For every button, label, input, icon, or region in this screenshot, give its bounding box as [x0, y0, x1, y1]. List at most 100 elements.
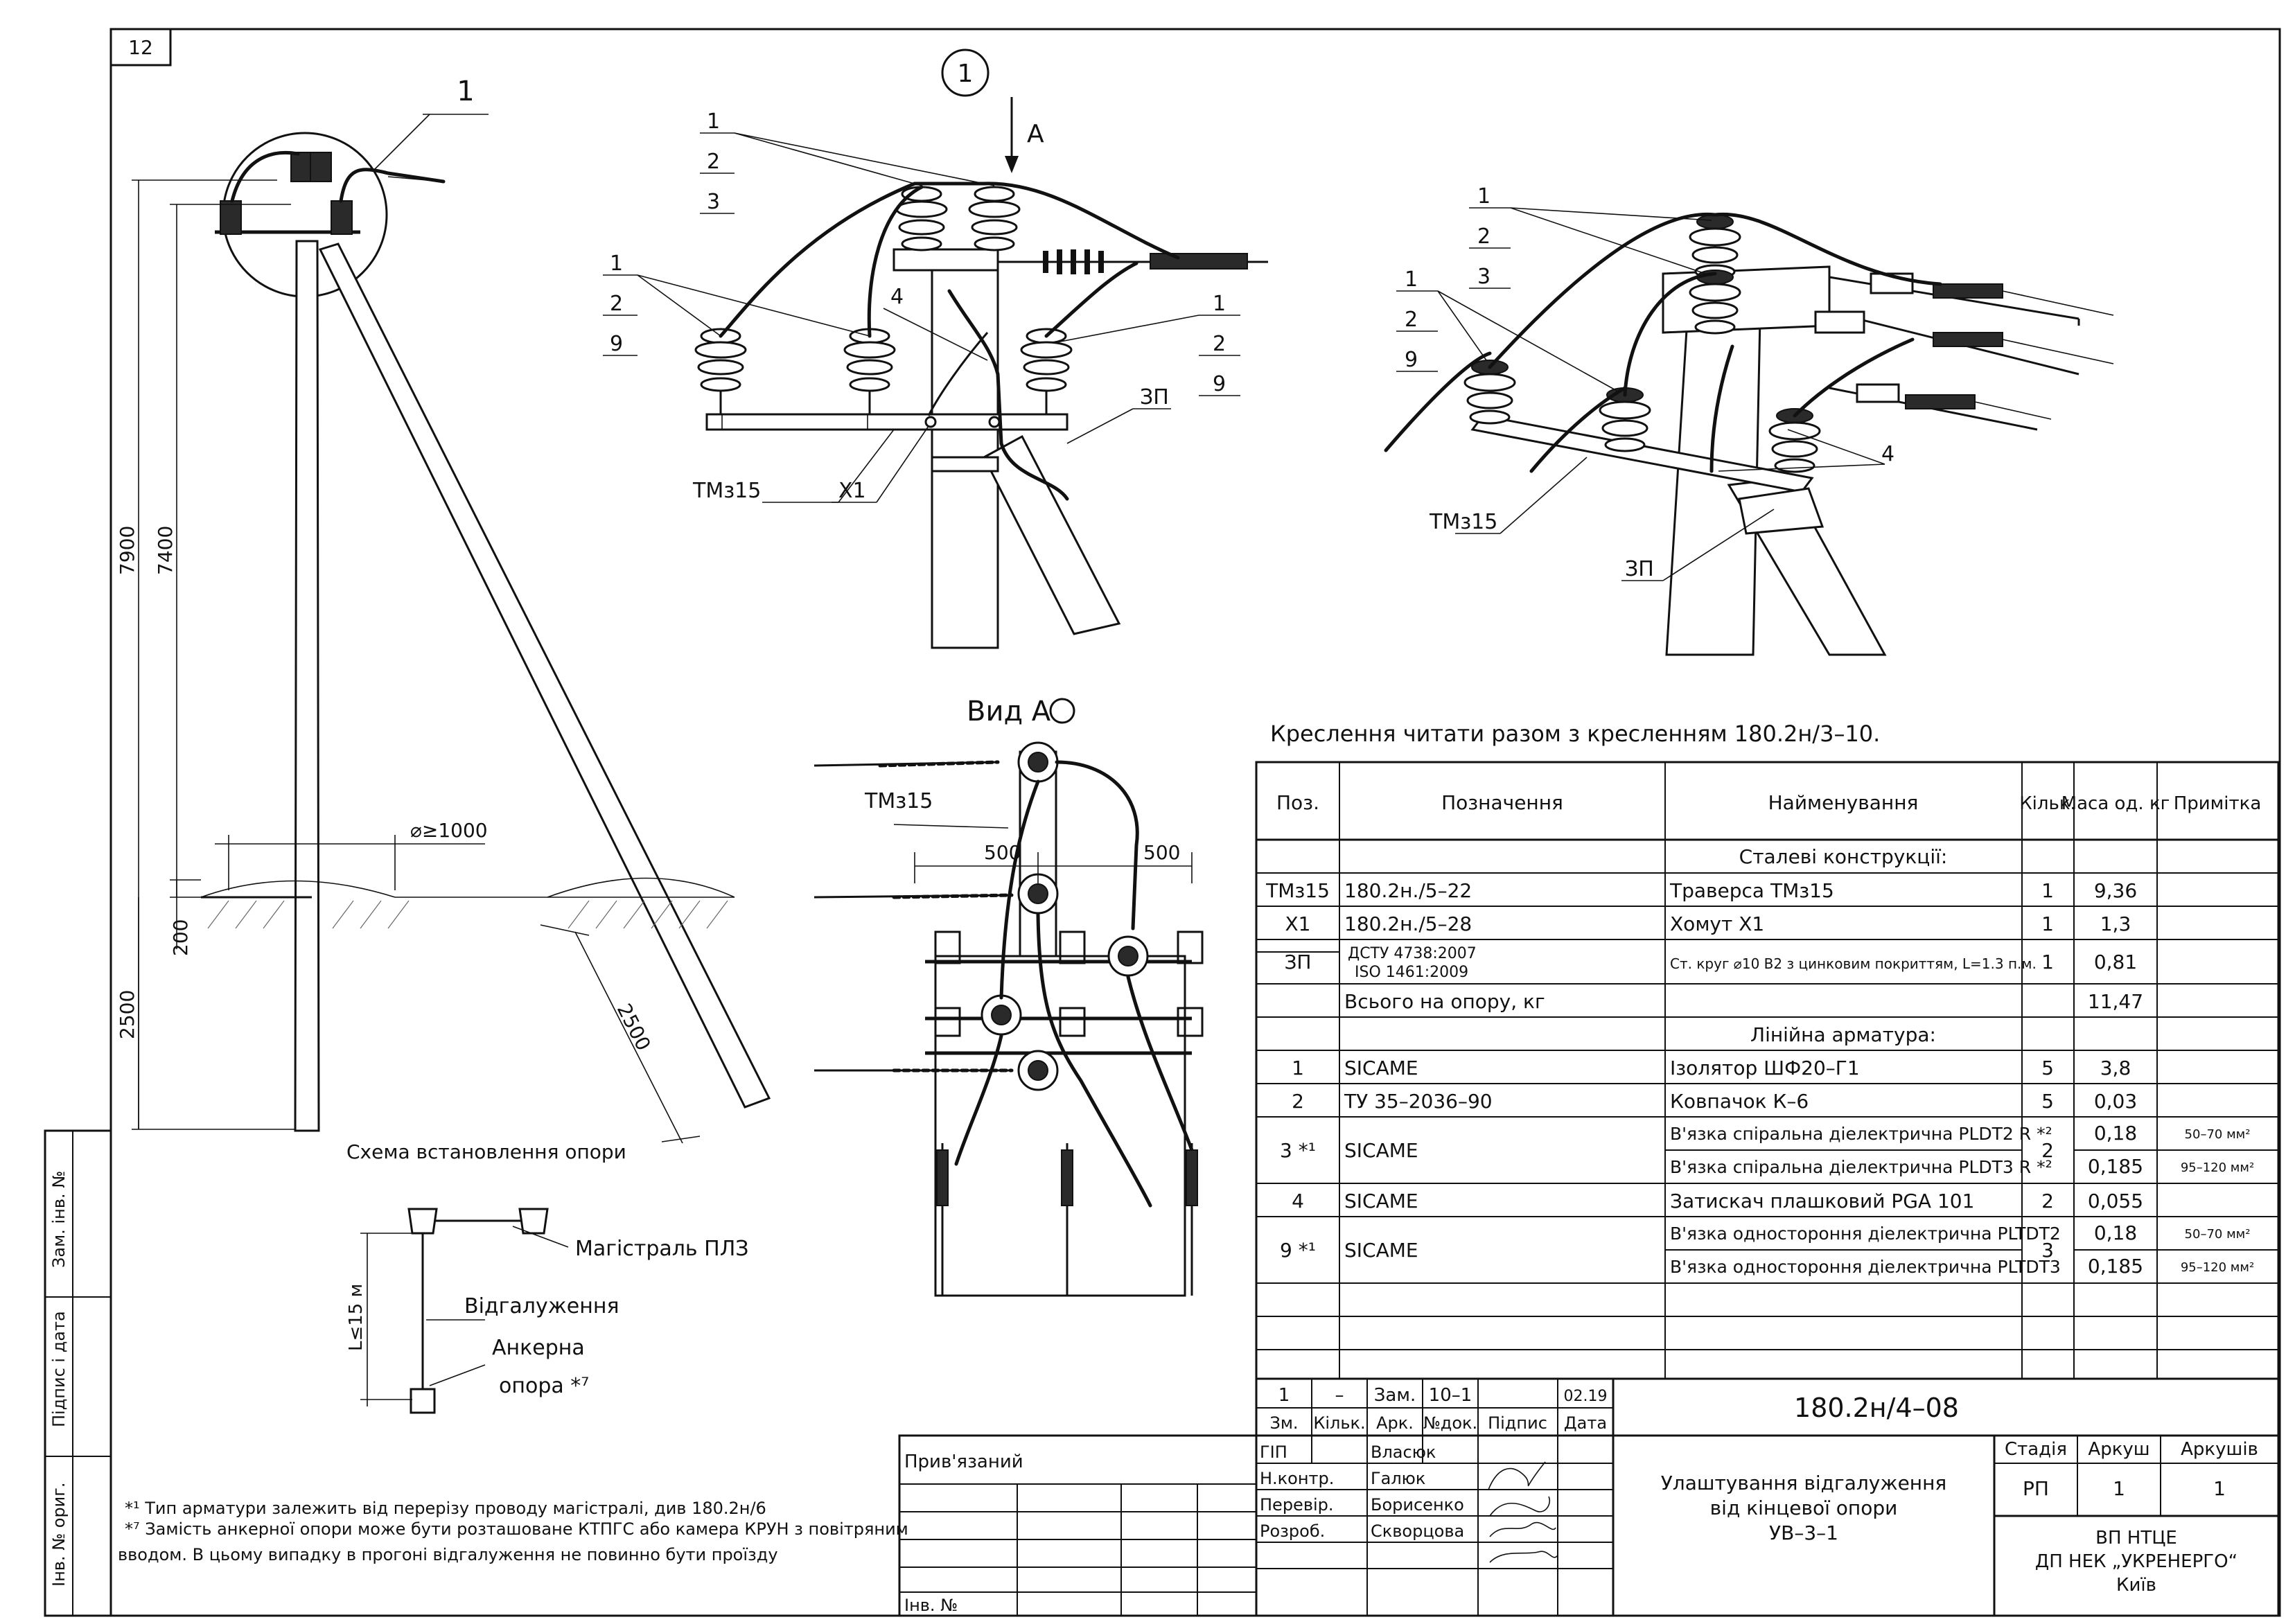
- front-crossarm: [705, 413, 1069, 431]
- cell-des: SICAME: [1344, 1139, 1418, 1162]
- cell-mass-2: 0,185: [2088, 1155, 2143, 1178]
- iso-label-tm: ТМз15: [1429, 510, 1497, 534]
- cell-pos: ЗП: [1284, 951, 1311, 973]
- cell-pos: ТМз15: [1265, 879, 1330, 902]
- tb-header-zm: Зм.: [1269, 1413, 1298, 1433]
- front-right-label-2: 2: [1213, 332, 1226, 356]
- change-date: 02.19: [1564, 1388, 1608, 1405]
- cell-pos: 3 *¹: [1280, 1139, 1316, 1162]
- cell-mass: 0,03: [2094, 1090, 2137, 1113]
- spec-table: Поз. Позначення Найменування Кільк. Маса…: [1255, 761, 2280, 1380]
- cell-qty: 1: [2041, 912, 2054, 935]
- cell-qty: 3: [2041, 1239, 2054, 1262]
- cell-mass: 0,18: [2094, 1122, 2137, 1145]
- dim-diameter: ⌀≥1000: [410, 819, 488, 842]
- spec-section-steel: Сталеві конструкції:: [1739, 845, 1948, 868]
- tb-header-doc: №док.: [1423, 1413, 1477, 1433]
- spec-header-mass: Маса од. кг: [2061, 793, 2170, 814]
- table-row: 2 ТУ 35–2036–90 Ковпачок К–6 5 0,03: [1292, 1090, 2137, 1113]
- cell-des: 180.2н./5–22: [1344, 879, 1472, 902]
- cell-pos: 2: [1292, 1090, 1304, 1113]
- change-ark: Зам.: [1374, 1385, 1416, 1406]
- cell-name: В'язка одностороння діелектрична PLTDT2: [1670, 1224, 2061, 1244]
- cell-pos: 4: [1292, 1190, 1304, 1212]
- cell-qty: 5: [2041, 1090, 2054, 1113]
- cell-note-2: 95–120 мм²: [2181, 1160, 2254, 1175]
- strut-pole: [318, 242, 771, 1109]
- tb-person-row: Розроб. Скворцова: [1260, 1521, 1464, 1541]
- view-a: Вид А: [814, 696, 1204, 1297]
- footnote-1: *¹ Тип арматури залежить від перерізу пр…: [125, 1499, 766, 1518]
- view-a-dim-right: 500: [1143, 841, 1180, 864]
- branch-branch: Відгалуження: [464, 1294, 619, 1318]
- front-view: 1 А: [603, 48, 1268, 649]
- tb-role: ГІП: [1260, 1442, 1287, 1462]
- cell-mass: 3,8: [2100, 1057, 2131, 1079]
- org-line-2: ДП НЕК „УКРЕНЕРГО“: [2035, 1551, 2237, 1572]
- cell-name: Ізолятор ШФ20–Г1: [1670, 1057, 1860, 1079]
- tb-role: Перевір.: [1260, 1495, 1334, 1515]
- cell-pos: 9 *¹: [1280, 1239, 1316, 1262]
- isometric-view: 1 2 3 1 2 9 4 ТМз15 ЗП: [1384, 184, 2114, 656]
- front-labels: 1 2 3 1 2 9 1 2 9 4 ЗП ТМз15 Х1: [603, 109, 1240, 503]
- spec-header-note: Примітка: [2174, 793, 2262, 814]
- cell-mass-2: 0,185: [2088, 1255, 2143, 1278]
- detail-marker: 1: [958, 60, 974, 88]
- cell-des: ТУ 35–2036–90: [1344, 1090, 1493, 1113]
- footnote-3: вводом. В цьому випадку в прогоні відгал…: [118, 1545, 778, 1564]
- pole-installation-scheme: 1: [116, 76, 771, 1163]
- spec-header-pos: Поз.: [1276, 791, 1319, 814]
- iso-top-label-1: 1: [1477, 184, 1491, 209]
- iso-labels: 1 2 3 1 2 9 4 ТМз15 ЗП: [1396, 184, 1894, 581]
- cell-mass: 0,81: [2094, 951, 2137, 973]
- view-a-label-tm: ТМз15: [864, 789, 933, 813]
- title-block: 1 – Зам. 10–1 02.19 Зм. Кільк. Арк. №док…: [1255, 1377, 2280, 1617]
- cell-des: SICAME: [1344, 1057, 1418, 1079]
- table-row: 4 SICAME Затискач плашковий PGA 101 2 0,…: [1292, 1190, 2143, 1212]
- cell-mass: 9,36: [2094, 879, 2137, 902]
- view-arrow-label: А: [1027, 120, 1044, 148]
- cell-des: Всього на опору, кг: [1344, 990, 1545, 1013]
- iso-tension-strings: [1814, 272, 2114, 431]
- iso-top-label-2: 2: [1477, 224, 1491, 249]
- change-doc: 10–1: [1429, 1385, 1472, 1406]
- footnotes: *¹ Тип арматури залежить від перерізу пр…: [118, 1499, 908, 1564]
- front-label-zp: ЗП: [1140, 385, 1169, 409]
- sheets-value: 1: [2213, 1477, 2226, 1500]
- tb-role: Н.контр.: [1260, 1469, 1334, 1488]
- cell-name-2: В'язка одностороння діелектрична PLTDT3: [1670, 1257, 2061, 1277]
- table-row: Х1 180.2н./5–28 Хомут Х1 1 1,3: [1285, 912, 2131, 935]
- table-row: Всього на опору, кг 11,47: [1344, 990, 2143, 1013]
- view-a-title: Вид А: [967, 696, 1051, 727]
- cell-mass: 11,47: [2088, 990, 2143, 1013]
- view-a-dim-left: 500: [984, 841, 1021, 864]
- front-label-4: 4: [890, 285, 904, 309]
- stamp-pidpys: Підпис і дата: [49, 1311, 69, 1427]
- doc-code: 180.2н/4–08: [1794, 1393, 1959, 1423]
- branch-anchor-1: Анкерна: [492, 1336, 585, 1360]
- cell-des-2: ISO 1461:2009: [1355, 964, 1468, 981]
- sheets-label: Аркушів: [2181, 1439, 2258, 1460]
- spec-section-fittings: Лінійна арматура:: [1750, 1023, 1936, 1046]
- spec-header-qty: Кільк.: [2019, 793, 2076, 814]
- org-line-1: ВП НТЦЕ: [2095, 1528, 2177, 1548]
- cell-name: Траверса ТМз15: [1669, 879, 1834, 902]
- cell-note-2: 95–120 мм²: [2181, 1260, 2254, 1275]
- tb-header-ark: Арк.: [1376, 1413, 1414, 1433]
- branch-scheme: L≤15 м Магістраль ПЛЗ Відгалуження Анкер…: [346, 1208, 749, 1414]
- cell-pos: 1: [1292, 1057, 1304, 1079]
- cell-des: 180.2н./5–28: [1344, 912, 1472, 935]
- cell-note: 50–70 мм²: [2185, 1227, 2251, 1242]
- change-zm: 1: [1278, 1385, 1290, 1406]
- cell-name: Ковпачок К–6: [1670, 1090, 1809, 1113]
- iso-label-4: 4: [1881, 442, 1894, 466]
- tb-role: Розроб.: [1260, 1521, 1325, 1541]
- cell-des: SICAME: [1344, 1239, 1418, 1262]
- stage-value: РП: [2023, 1477, 2049, 1500]
- spec-header-designation: Позначення: [1441, 791, 1563, 814]
- cell-qty: 1: [2041, 879, 2054, 902]
- iso-left-label-9: 9: [1405, 348, 1418, 372]
- table-row: ТМз15 180.2н./5–22 Траверса ТМз15 1 9,36: [1265, 879, 2137, 902]
- table-row: 1 SICAME Ізолятор ШФ20–Г1 5 3,8: [1292, 1057, 2131, 1079]
- tb-person-row: Перевір. Борисенко: [1260, 1495, 1464, 1515]
